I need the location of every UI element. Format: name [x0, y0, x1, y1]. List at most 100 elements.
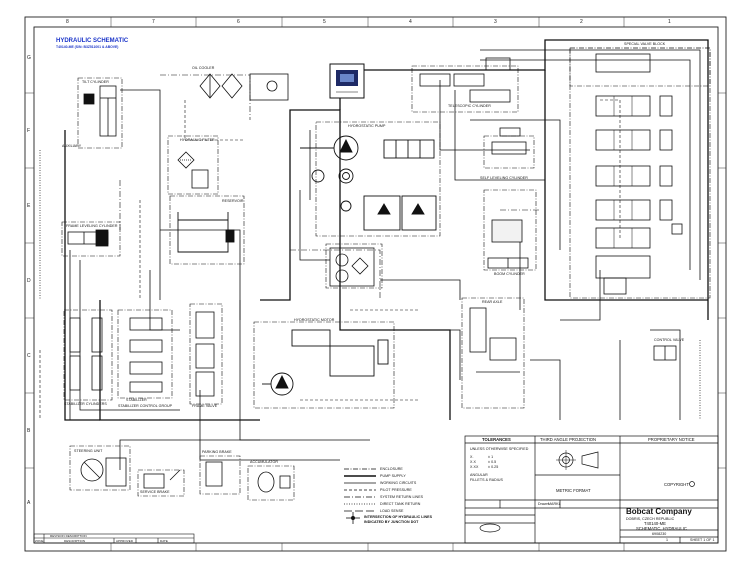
inner-border [33, 26, 719, 544]
tb-tol-v1: ± 1 [488, 455, 494, 459]
label-hydrostatic-pump: HYDROSTATIC PUMP [348, 124, 386, 128]
label-stabilizer-control-group: STABILIZER CONTROL GROUP [118, 404, 173, 408]
frame-valve [195, 311, 215, 397]
tb-tolerances: TOLERANCES [482, 437, 511, 442]
legend-label-load-sense: LOAD SENSE [380, 509, 404, 513]
steering-unit [80, 457, 127, 487]
hydrostatic-motor [262, 329, 389, 396]
tb-tol-unless: UNLESS OTHERWISE SPECIFIED [470, 447, 529, 451]
legend-label-working: WORKING CIRCUITS [380, 481, 417, 485]
zone-col-2: 2 [580, 19, 583, 25]
tb-tol-v3: ± 0.25 [488, 465, 499, 469]
label-special-valve-block: SPECIAL VALVE BLOCK [624, 42, 666, 46]
zone-row-c: C [27, 353, 31, 359]
boom-cylinder [487, 219, 529, 269]
legend-label-pilot: PILOT PRESSURE [380, 488, 412, 492]
tb-company: Bobcat Company [626, 507, 692, 516]
legend-label-return: SYSTEM RETURN LINES [380, 495, 424, 499]
valve-block-sections [595, 53, 683, 295]
zone-row-a: A [27, 500, 31, 506]
tilt-cylinder [83, 85, 117, 137]
label-hydraulic-filter: HYDRAULIC FILTER [180, 138, 215, 142]
zone-col-8: 8 [66, 19, 69, 25]
zone-row-f: F [27, 128, 31, 134]
label-rear-axle: REAR AXLE [482, 300, 503, 304]
tb-tol-fillets: FILLETS & RADIUS [470, 478, 503, 482]
label-frame-valve: FRAME VALVE [192, 404, 218, 408]
label-oil-cooler: OIL COOLER [192, 66, 215, 70]
label-telescopic-cylinder: TELESCOPIC CYLINDER [448, 104, 491, 108]
label-accumulator: ACCUMULATOR [250, 460, 278, 464]
tb-drawing-title: SCHEMATIC, HYDRAULIC [636, 526, 687, 531]
tb-tol-xx: X.X [470, 460, 476, 464]
legend-label-enclosure: ENCLOSURE [380, 467, 403, 471]
label-stabilizer-control-group-1: STABILIZER [126, 398, 147, 402]
direct-tank-return-lines [39, 150, 701, 420]
tb-drawn-label: Drawn [538, 502, 549, 506]
telescopic-cylinder [419, 57, 511, 103]
zone-col-5: 5 [323, 19, 326, 25]
zone-col-3: 3 [494, 19, 497, 25]
zone-row-e: E [27, 203, 31, 209]
tb-proprietary-notice: PROPRIETARY NOTICE [648, 437, 695, 442]
label-boom-cylinder: BOOM CYLINDER [494, 272, 525, 276]
tb-copyright: COPYRIGHT [664, 482, 689, 487]
rev-col-description: DESCRIPTION [64, 538, 86, 543]
label-control-valve: CONTROL VALVE [654, 338, 685, 342]
self-leveling-cylinder [491, 127, 527, 155]
label-self-leveling-cylinder: SELF LEVELING CYLINDER [480, 176, 528, 180]
revision-block [33, 533, 195, 544]
tb-company-sub: DOBRIS, CZECH REPUBLIC [626, 517, 675, 521]
tb-drawn-value: MARKL [548, 502, 561, 506]
label-hydrostatic-motor: HYDROSTATIC MOTOR [294, 318, 335, 322]
control-unit [329, 63, 365, 99]
charge-pump-group [329, 247, 375, 287]
oil-cooler [199, 73, 289, 101]
rev-col-approved: APPROVED [116, 538, 134, 543]
tb-tol-xxx: X.XX [470, 465, 479, 469]
reservoir [177, 212, 235, 253]
label-steering-unit: STEERING UNIT [74, 449, 103, 453]
zone-col-1: 1 [668, 19, 671, 25]
stabilizer-control-group [129, 317, 163, 393]
tb-tol-x: X. [470, 455, 474, 459]
tb-sheet: SHEET 1 OF 1 [690, 538, 715, 542]
enclosures [61, 47, 711, 501]
zone-row-b: B [27, 428, 31, 434]
hydraulic-filter [177, 151, 209, 189]
zone-ticks [25, 17, 726, 551]
label-frame-leveling-cylinder: FRAME LEVELING CYLINDER [66, 224, 118, 228]
rev-header: REVISION DESCRIPTION [50, 534, 87, 538]
tb-drawing-no: T40140-ME [644, 521, 666, 526]
rev-col-date: DATE [160, 538, 168, 543]
title-block [464, 435, 719, 544]
outer-border [24, 16, 727, 552]
label-auxiliary: AUXILIARY [62, 144, 82, 148]
pilot-pressure-lines [39, 99, 621, 420]
tb-tol-angular: ANGULAR [470, 473, 488, 477]
frame-leveling-cylinder [67, 229, 109, 247]
tb-sheet-number: 6908230 [652, 532, 667, 536]
tb-sheet-short: 1 [666, 538, 669, 542]
schematic-subtitle: T40140-ME (S/N: B3Z511001 & ABOVE) [56, 45, 119, 49]
line-legend [344, 468, 376, 524]
rev-col-zone: ZONE [35, 538, 44, 543]
zone-col-6: 6 [237, 19, 240, 25]
legend-label-pump-supply: PUMP SUPPLY [380, 474, 406, 478]
stabilizer-cylinders [69, 317, 103, 391]
control-valve [653, 345, 677, 361]
tb-third-angle: THIRD ANGLE PROJECTION [540, 437, 597, 442]
zone-row-d: D [27, 278, 31, 284]
rear-axle [469, 307, 520, 373]
hydrostatic-pump [300, 135, 437, 231]
label-reservoir: RESERVOIR [222, 199, 244, 203]
zone-row-g: G [27, 55, 31, 61]
zone-col-7: 7 [152, 19, 155, 25]
tb-metric-format: METRIC FORMAT [556, 488, 591, 493]
label-parking-brake: PARKING BRAKE [202, 450, 232, 454]
legend-intersection-note-2: INDICATED BY JUNCTION DOT [364, 520, 419, 524]
label-stabilizer-cylinders: STABILIZER CYLINDERS [64, 402, 107, 406]
zone-col-4: 4 [409, 19, 412, 25]
label-tilt-cylinder: TILT CYLINDER [82, 80, 109, 84]
